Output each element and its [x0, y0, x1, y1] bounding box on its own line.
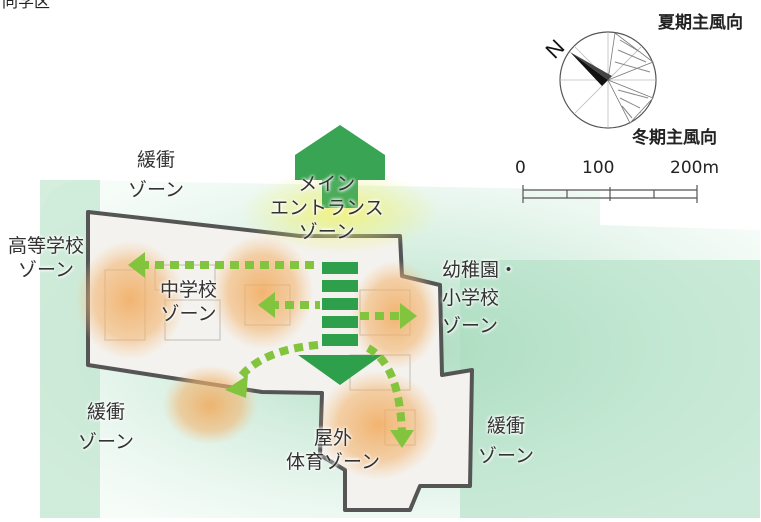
label-high-school-line2: ゾーン	[17, 259, 75, 281]
label-buffer-right: 緩衝 ゾーン	[478, 414, 534, 468]
zone-high-school-area	[75, 240, 185, 360]
label-junior-high-line2: ゾーン	[160, 303, 217, 325]
label-buffer-top-line2: ゾーン	[128, 179, 185, 201]
scale-tick-200: 200m	[670, 158, 720, 178]
label-main-entrance-line3: ゾーン	[298, 221, 355, 243]
label-high-school-line1: 高等学校	[8, 235, 85, 257]
entrance-glow	[240, 170, 440, 254]
green-buffer-right	[460, 260, 760, 518]
label-kindergarten-line3: ゾーン	[442, 315, 499, 337]
label-main-entrance-line1: メイン	[298, 173, 356, 195]
label-high-school: 高等学校 ゾーン	[8, 234, 84, 282]
label-buffer-right-line1: 緩衝	[487, 415, 526, 437]
label-buffer-right-line2: ゾーン	[478, 445, 535, 467]
label-outdoor-sports-line1: 屋外	[314, 427, 353, 449]
label-kindergarten-elementary: 幼稚園・ 小学校 ゾーン	[442, 258, 518, 338]
scale-tick-0: 0	[515, 158, 526, 178]
label-buffer-top: 緩衝 ゾーン	[128, 148, 184, 202]
label-kindergarten-line2: 小学校	[442, 287, 500, 309]
label-buffer-left-line2: ゾーン	[78, 431, 135, 453]
winter-wind-label: 冬期主風向	[632, 128, 717, 148]
scale-tick-100: 100	[582, 158, 615, 178]
summer-wind-label: 夏期主風向	[658, 13, 743, 33]
label-outdoor-sports-line2: 体育ゾーン	[286, 451, 381, 473]
header-fragment: 同学区	[2, 0, 51, 11]
label-outdoor-sports: 屋外 体育ゾーン	[286, 426, 380, 474]
label-junior-high-line1: 中学校	[160, 279, 218, 301]
label-main-entrance: メイン エントランス ゾーン	[270, 172, 384, 244]
label-kindergarten-line1: 幼稚園・	[442, 259, 519, 281]
scale-bar	[522, 185, 698, 203]
zone-junior-high-area	[210, 234, 314, 350]
label-buffer-top-line1: 緩衝	[137, 149, 176, 171]
label-buffer-left-line1: 緩衝	[87, 401, 126, 423]
circulation-arrows	[140, 261, 406, 436]
compass-rose	[559, 31, 657, 129]
zone-outdoor-sports-area	[316, 370, 440, 480]
label-main-entrance-line2: エントランス	[270, 197, 384, 219]
circulation-arrowheads	[128, 252, 417, 448]
label-buffer-left: 緩衝 ゾーン	[78, 400, 134, 454]
label-junior-high: 中学校 ゾーン	[160, 278, 217, 326]
main-entrance-arrow	[295, 125, 385, 385]
